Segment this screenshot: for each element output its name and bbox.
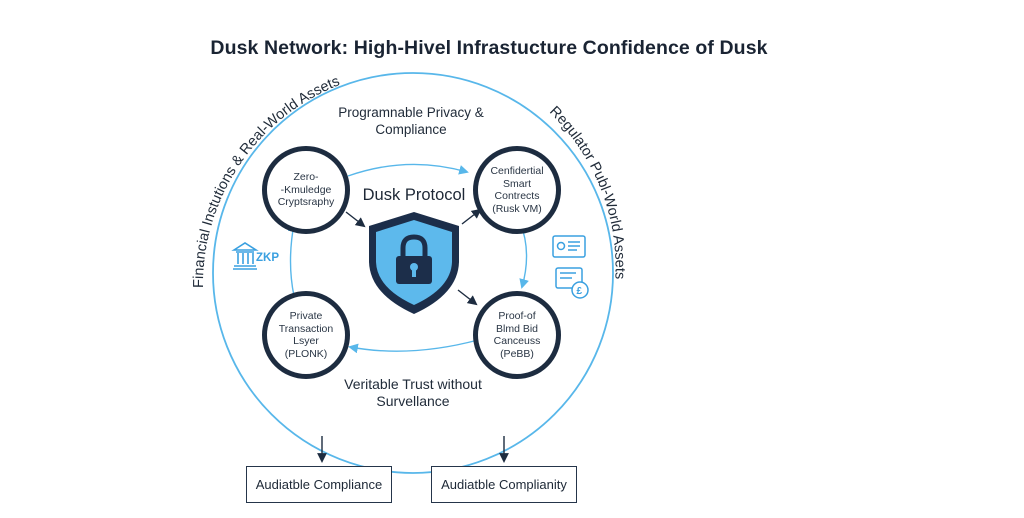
node-proof-of-blind-bid: Proof-of Blmd Bid Canceuss (PeBB) (473, 291, 561, 379)
cycle-arrow-top (347, 163, 469, 177)
node-line: Lsyer (293, 335, 319, 347)
arrow-tl-to-shield (345, 211, 366, 228)
bank-icon (231, 242, 259, 270)
node-line: (PeBB) (500, 347, 534, 360)
cycle-arrow-bottom (348, 339, 479, 354)
node-line: Smart Contrects (494, 177, 540, 203)
node-confidential-contracts: Cenfidertial Smart Contrects (Rusk VM) (473, 146, 561, 234)
node-line: Proof-of (498, 310, 536, 322)
center-label: Dusk Protocol (362, 186, 466, 204)
node-zero-knowledge: Zero- -Kmuledge Cryptsraphy (262, 146, 350, 234)
outer-ring (212, 72, 614, 474)
node-line: Transaction (278, 322, 334, 335)
top-caption: Programnable Privacy & Compliance (338, 105, 484, 137)
id-card-icon (552, 235, 586, 258)
arrow-shield-to-br (457, 289, 478, 306)
output-box-compliance: Audiatble Compliance (246, 466, 392, 503)
node-line: Zero- (293, 171, 319, 184)
node-line: Private (289, 310, 323, 322)
shield-lock-icon (369, 212, 459, 314)
node-line: Blmd Bid (495, 322, 538, 335)
node-line: Cryptsraphy (277, 196, 335, 209)
node-line: (Rusk VM) (492, 202, 542, 215)
zkp-label: ZKP (256, 252, 279, 264)
node-private-transaction: Private Transaction Lsyer (PLONK) (262, 291, 350, 379)
page-title: Dusk Network: High-Hivel Infrastucture C… (210, 37, 768, 59)
node-line: Cenfidertial (490, 165, 544, 177)
svg-text:£: £ (577, 286, 583, 297)
bottom-caption: Veritable Trust without Survellance (344, 376, 482, 409)
document-coin-icon: £ (555, 267, 589, 299)
node-line: (PLONK) (284, 347, 328, 360)
arrow-shield-to-tr (461, 208, 482, 225)
cycle-arrow-left (287, 222, 298, 297)
output-box-complianity: Audiatble Complianity (431, 466, 577, 503)
node-line: -Kmuledge (280, 183, 332, 196)
node-line: Canceuss (493, 335, 541, 347)
